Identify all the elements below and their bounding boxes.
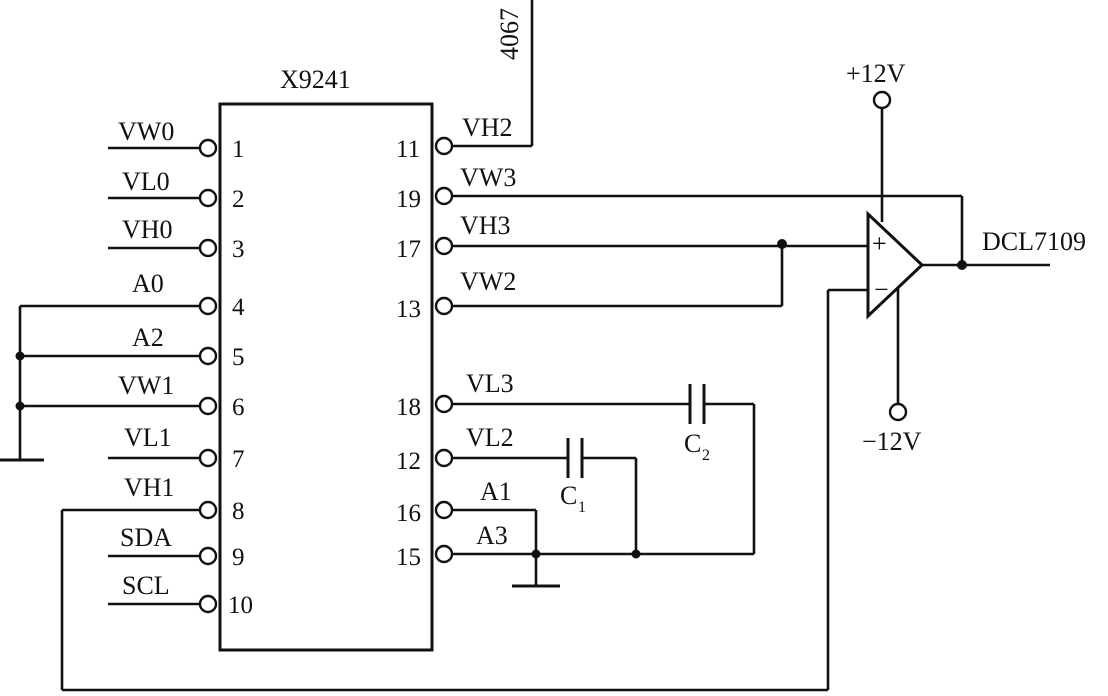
feedback-wire [60, 288, 868, 692]
a1-a3-ground [512, 510, 560, 588]
capacitor-c2: C 2 [684, 384, 756, 554]
op-amp: + − +12V −12V DCL7109 [846, 59, 1086, 456]
right-pin-15: 15 A3 [396, 521, 754, 571]
pin-label: VL1 [124, 423, 172, 452]
left-pin-2: VL0 2 [108, 167, 245, 213]
left-pin-4: A0 4 [20, 269, 245, 321]
chip-4067-label: 4067 [495, 8, 524, 60]
wire-to-4067: 4067 [495, 0, 534, 146]
pin-number: 19 [396, 186, 421, 213]
pin-number: 9 [232, 544, 245, 571]
pin-number: 11 [396, 136, 420, 163]
supply-negative-label: −12V [862, 427, 922, 456]
pin-number: 2 [232, 186, 245, 213]
pin-label: A1 [480, 477, 512, 506]
left-pin-7: VL1 7 [108, 423, 245, 473]
pin-number: 16 [396, 500, 421, 527]
left-pin-8: VH1 8 [62, 473, 245, 525]
pin-label: VH2 [462, 113, 513, 142]
pin-label: VL0 [122, 167, 170, 196]
pin-number: 3 [232, 236, 245, 263]
x9241-ic-body [218, 102, 434, 652]
pin-label: VH3 [460, 211, 511, 240]
pin-label: A3 [476, 521, 508, 550]
pin-label: SCL [122, 571, 170, 600]
pin-label: VL3 [466, 369, 514, 398]
pin-number: 13 [396, 296, 421, 323]
left-ground-bus [0, 306, 44, 462]
right-pin-18: 18 VL3 [396, 369, 690, 421]
left-pin-9: SDA 9 [108, 523, 245, 571]
pin-label: VW1 [118, 371, 174, 400]
left-pin-5: A2 5 [20, 323, 245, 371]
pin-number: 5 [232, 344, 245, 371]
opamp-plus-sign: + [872, 229, 887, 258]
pin-label: A2 [132, 323, 164, 352]
right-pin-11: 11 VH2 [396, 113, 532, 163]
right-pin-17: 17 VH3 [396, 211, 868, 263]
pin-number: 18 [396, 394, 421, 421]
capacitor-letter: C [560, 481, 577, 510]
capacitor-subscript: 1 [578, 499, 586, 516]
left-pin-6: VW1 6 [20, 371, 245, 421]
pin-label: SDA [120, 523, 172, 552]
left-pin-3: VH0 3 [108, 215, 245, 263]
ic-name-label: X9241 [280, 65, 351, 94]
pin-number: 17 [396, 236, 421, 263]
pin-number: 6 [232, 394, 245, 421]
right-pin-19: 19 VW3 [396, 163, 962, 213]
pin-label: A0 [132, 269, 164, 298]
supply-positive-label: +12V [846, 59, 906, 88]
capacitor-c1: C 1 [560, 438, 641, 559]
pin-number: 7 [232, 446, 245, 473]
pin-number: 12 [396, 448, 421, 475]
pin-number: 15 [396, 544, 421, 571]
right-pin-12: 12 VL2 [396, 423, 568, 475]
right-pin-16: 16 A1 [396, 477, 536, 527]
right-pin-13: 13 VW2 [396, 239, 787, 323]
pin-number: 1 [232, 136, 245, 163]
pin-label: VW3 [460, 163, 516, 192]
pin-label: VH0 [122, 215, 173, 244]
pin-number: 8 [232, 498, 245, 525]
pin-label: VW2 [460, 267, 516, 296]
pin-number: 10 [228, 592, 253, 619]
pin-number: 4 [232, 294, 245, 321]
left-pin-10: SCL 10 [108, 571, 253, 619]
pin-label: VL2 [466, 423, 514, 452]
capacitor-letter: C [684, 429, 701, 458]
left-pin-1: VW0 1 [108, 117, 245, 163]
capacitor-subscript: 2 [702, 447, 710, 464]
opamp-minus-sign: − [874, 275, 889, 304]
output-label: DCL7109 [982, 227, 1086, 256]
pin-label: VH1 [124, 473, 175, 502]
pin-label: VW0 [118, 117, 174, 146]
